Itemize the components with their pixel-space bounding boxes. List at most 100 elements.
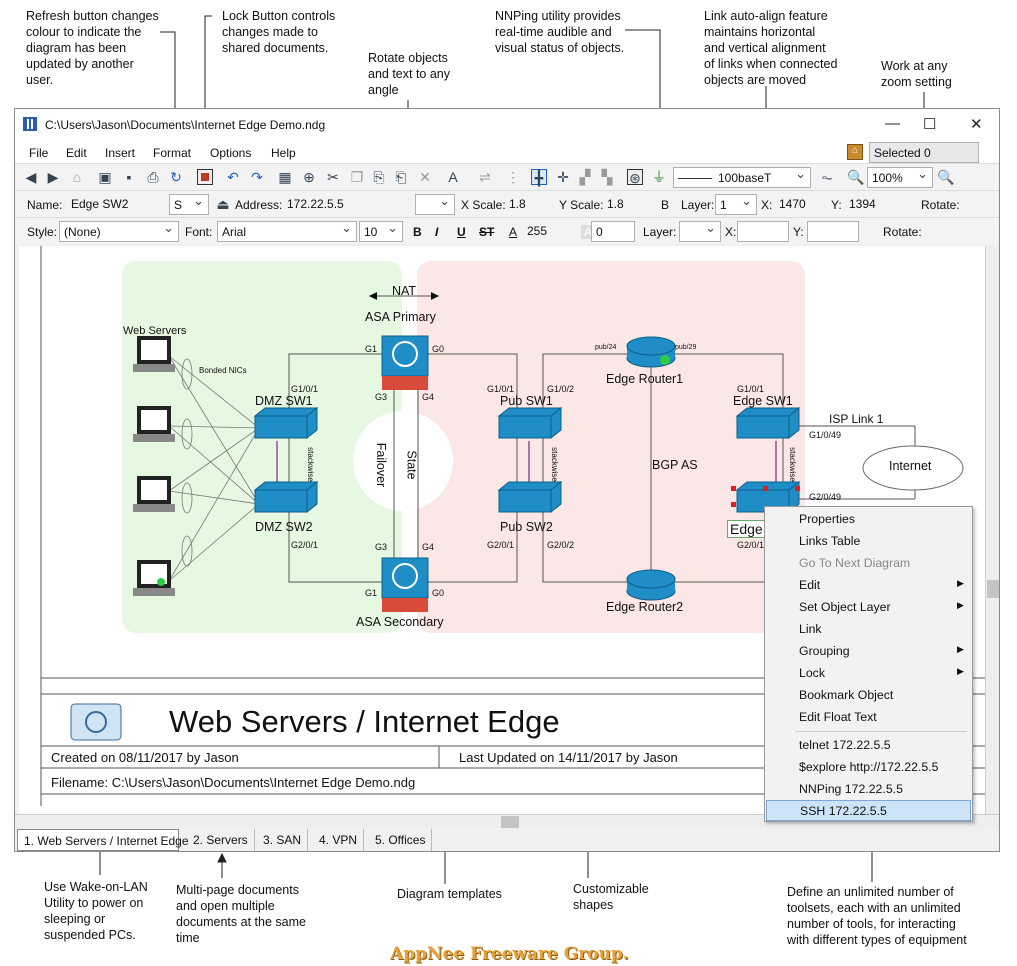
open-icon[interactable]: ▣ xyxy=(98,169,112,185)
minimize-button[interactable]: — xyxy=(885,115,900,132)
label-isp-link: ISP Link 1 xyxy=(829,412,884,426)
redo-icon[interactable]: ↷ xyxy=(251,169,263,185)
clipboard-icon[interactable]: ⎗ xyxy=(395,169,407,185)
strike-button[interactable]: ST xyxy=(479,225,495,239)
connect-icon[interactable]: ⏦ xyxy=(821,169,833,185)
xscale-field[interactable]: 1.8 xyxy=(505,194,555,215)
plug-icon[interactable]: ⏚ xyxy=(652,169,666,185)
menu-options[interactable]: Options xyxy=(210,146,252,160)
tab-vpn[interactable]: 4. VPN xyxy=(313,829,365,851)
menu-edit[interactable]: Edit xyxy=(66,146,87,160)
diagram-title: Web Servers / Internet Edge xyxy=(169,704,560,739)
tab-san[interactable]: 3. SAN xyxy=(257,829,309,851)
lock-button-icon[interactable] xyxy=(197,169,213,185)
yscale-field[interactable]: 1.8 xyxy=(603,194,653,215)
forward-icon[interactable]: ▶ xyxy=(47,169,59,185)
x-field-2[interactable] xyxy=(737,221,789,242)
menu-item-next-diagram[interactable]: Go To Next Diagram xyxy=(799,556,910,570)
shield-icon[interactable]: ⌂ xyxy=(847,144,863,160)
h-scroll-thumb[interactable] xyxy=(501,816,519,828)
copy-icon[interactable]: ❐ xyxy=(350,169,364,185)
line-style-select[interactable]: 100baseT xyxy=(673,167,811,188)
port-dmz-101: G1/0/1 xyxy=(291,384,319,394)
paste-icon[interactable]: ⎘ xyxy=(373,169,385,185)
italic-button[interactable]: I xyxy=(435,225,439,239)
font-size-select[interactable]: 10 xyxy=(359,221,403,242)
zoom-select[interactable]: 100% xyxy=(867,167,933,188)
rotate-label-2: Rotate: xyxy=(883,225,922,239)
menu-item-set-layer[interactable]: Set Object Layer▶ xyxy=(799,600,964,614)
zoom-out-icon[interactable]: 🔍 xyxy=(847,169,865,185)
port-edge-2049: G2/0/49 xyxy=(809,492,842,502)
ungroup-icon[interactable]: ▚ xyxy=(601,169,613,185)
menu-item-link[interactable]: Link xyxy=(799,622,822,636)
port-edge-101: G1/0/1 xyxy=(737,384,765,394)
layer-select[interactable]: 1 xyxy=(715,194,757,215)
size-select[interactable]: S xyxy=(169,194,209,215)
menu-item-float-text[interactable]: Edit Float Text xyxy=(799,710,877,724)
back-color-value[interactable]: 0 xyxy=(591,221,635,242)
delete-icon[interactable]: ✕ xyxy=(419,169,431,185)
underline-button[interactable]: U xyxy=(457,225,466,239)
y-field-2[interactable] xyxy=(807,221,859,242)
cut-icon[interactable]: ✂ xyxy=(327,169,339,185)
address-field[interactable]: 172.22.5.5 xyxy=(283,194,413,215)
menu-item-telnet[interactable]: telnet 172.22.5.5 xyxy=(799,738,891,752)
port-g0a: G0 xyxy=(432,344,445,354)
nnping-icon[interactable]: ⊛ xyxy=(627,169,643,186)
table-icon[interactable]: ▦ xyxy=(278,169,292,185)
name-field[interactable]: Edge SW2 xyxy=(67,194,165,215)
save-icon[interactable]: ▪ xyxy=(126,169,132,185)
menu-item-lock[interactable]: Lock▶ xyxy=(799,666,964,680)
menu-insert[interactable]: Insert xyxy=(105,146,136,160)
name-label: Name: xyxy=(27,198,63,212)
bold-button[interactable]: B xyxy=(413,225,422,239)
font-color-value[interactable]: 255 xyxy=(523,221,575,242)
callout-templates: Diagram templates xyxy=(397,887,502,901)
menu-format[interactable]: Format xyxy=(153,146,192,160)
menu-item-properties[interactable]: Properties xyxy=(799,512,855,526)
zoom-in-icon[interactable]: 🔍 xyxy=(937,169,955,185)
app-icon xyxy=(23,117,37,131)
menu-file[interactable]: File xyxy=(29,146,49,160)
print-icon[interactable]: ⎙ xyxy=(147,169,159,185)
vertical-scrollbar[interactable] xyxy=(985,246,999,816)
menu-item-links-table[interactable]: Links Table xyxy=(799,534,860,548)
globe-icon[interactable]: ⊕ xyxy=(303,169,315,185)
style-select[interactable]: (None) xyxy=(59,221,179,242)
menu-item-nnping[interactable]: NNPing 172.22.5.5 xyxy=(799,782,903,796)
back-icon[interactable]: ◀ xyxy=(25,169,37,185)
menu-help[interactable]: Help xyxy=(271,146,296,160)
close-button[interactable]: ✕ xyxy=(970,116,983,133)
font-color-icon[interactable]: A xyxy=(509,225,518,239)
vertical-align-icon[interactable]: ⋮ xyxy=(506,169,520,185)
menu-item-grouping[interactable]: Grouping▶ xyxy=(799,644,964,658)
font-select[interactable]: Arial xyxy=(217,221,357,242)
undo-icon[interactable]: ↶ xyxy=(227,169,239,185)
tab-web-servers[interactable]: 1. Web Servers / Internet Edge xyxy=(17,829,189,851)
horizontal-scrollbar[interactable] xyxy=(15,814,999,828)
lock-small-icon[interactable]: ⏏ xyxy=(216,196,230,212)
rotate-label: Rotate: xyxy=(921,198,960,212)
node-icon[interactable]: ✛ xyxy=(557,169,569,185)
x-field[interactable]: 1470 xyxy=(775,194,827,215)
y-field[interactable]: 1394 xyxy=(845,194,897,215)
label-edge-router1: Edge Router1 xyxy=(606,372,684,386)
group-icon[interactable]: ▞ xyxy=(579,169,591,185)
menu-item-ssh[interactable]: SSH 172.22.5.5 xyxy=(766,800,971,821)
tab-offices[interactable]: 5. Offices xyxy=(369,829,433,851)
menu-item-label: SSH 172.22.5.5 xyxy=(800,804,887,818)
menu-item-bookmark[interactable]: Bookmark Object xyxy=(799,688,893,702)
text-rotate-icon[interactable]: A xyxy=(448,169,458,185)
tab-servers[interactable]: 2. Servers xyxy=(187,829,255,851)
layer-select-2[interactable] xyxy=(679,221,721,242)
auto-align-icon[interactable]: ╋ xyxy=(531,169,547,186)
menu-item-edit[interactable]: Edit▶ xyxy=(799,578,964,592)
scroll-thumb[interactable] xyxy=(987,580,999,598)
menu-item-explore[interactable]: $explore http://172.22.5.5 xyxy=(799,760,938,774)
address-select[interactable] xyxy=(415,194,455,215)
maximize-button[interactable]: ☐ xyxy=(923,116,937,133)
link-style-icon[interactable]: ⇌ xyxy=(479,169,491,185)
refresh-icon[interactable]: ↻ xyxy=(170,169,182,185)
home-icon[interactable]: ⌂ xyxy=(72,169,82,185)
